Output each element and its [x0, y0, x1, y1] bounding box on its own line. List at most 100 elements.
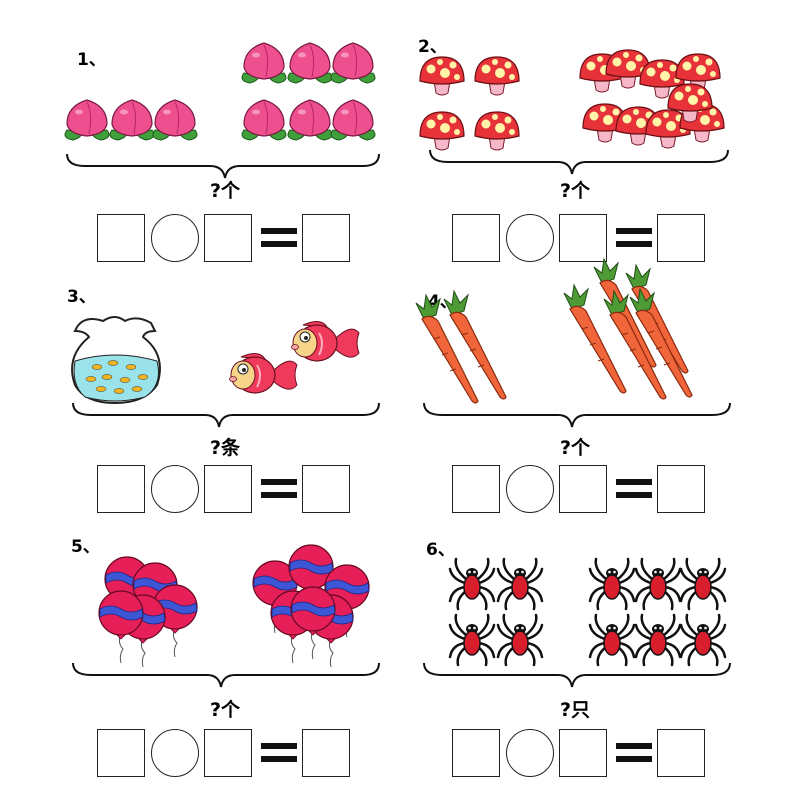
problem-5: 5、 ?个 [45, 535, 425, 790]
equals-sign [261, 228, 297, 248]
problem-2-picture [419, 49, 729, 175]
answer-box-result[interactable] [657, 729, 705, 777]
peach-icon [287, 99, 333, 141]
answer-box-right[interactable] [204, 465, 252, 513]
spider-icon [496, 613, 544, 667]
spider-icon [448, 613, 496, 667]
carrot-group-a [415, 290, 507, 404]
problem-3-picture [71, 316, 380, 428]
mushroom-icon [474, 111, 520, 151]
answer-box-right[interactable] [559, 729, 607, 777]
equation-row [97, 729, 367, 777]
answer-box-right[interactable] [204, 729, 252, 777]
problem-1-picture [64, 42, 380, 179]
peach-icon [241, 99, 287, 141]
answer-box-right[interactable] [559, 465, 607, 513]
problem-number: 1、 [77, 50, 106, 70]
problem-number: 3、 [67, 287, 96, 307]
equals-sign [616, 228, 652, 248]
equals-sign [261, 743, 297, 763]
brace-icon [423, 402, 731, 428]
problem-3: 3、 ?条 [45, 285, 425, 540]
peach-group-b [241, 42, 376, 141]
answer-box-result[interactable] [302, 729, 350, 777]
brace-icon [423, 662, 731, 688]
balloon-icon [290, 586, 336, 660]
operator-circle[interactable] [151, 214, 199, 262]
problem-4: 4、 ?个 [400, 258, 780, 540]
problem-5-picture [72, 544, 380, 688]
answer-box-result[interactable] [657, 214, 705, 262]
equals-sign [616, 743, 652, 763]
answer-box-left[interactable] [452, 465, 500, 513]
answer-box-result[interactable] [302, 465, 350, 513]
operator-circle[interactable] [151, 729, 199, 777]
mushroom-icon [474, 56, 520, 96]
answer-box-right[interactable] [204, 214, 252, 262]
problem-number: 5、 [71, 537, 100, 557]
peach-icon [330, 42, 376, 84]
answer-box-result[interactable] [302, 214, 350, 262]
fishbowl-icon [71, 316, 161, 405]
peach-icon [241, 42, 287, 84]
carrot-icon [415, 294, 479, 404]
answer-box-left[interactable] [97, 214, 145, 262]
question-label: ?个 [209, 699, 241, 721]
spider-icon [588, 613, 636, 667]
equation-row [97, 465, 367, 513]
equation-row [452, 729, 722, 777]
brace-icon [429, 149, 729, 175]
peach-icon [330, 99, 376, 141]
brace-icon [72, 402, 380, 428]
equals-sign [261, 479, 297, 499]
mushroom-icon [419, 56, 465, 96]
operator-circle[interactable] [506, 729, 554, 777]
answer-box-result[interactable] [657, 465, 705, 513]
problem-1: 1、 ?个 [45, 30, 425, 285]
spider-icon [679, 557, 727, 611]
problem-6: 6、 ?只 [400, 535, 780, 790]
peach-icon [109, 99, 155, 141]
balloon-icon [98, 590, 144, 664]
brace-icon [72, 662, 380, 688]
answer-box-left[interactable] [452, 214, 500, 262]
spider-group-b [588, 557, 727, 667]
balloon-group-a [98, 556, 198, 668]
spider-icon [496, 557, 544, 611]
answer-box-left[interactable] [97, 465, 145, 513]
answer-box-left[interactable] [97, 729, 145, 777]
spider-icon [679, 613, 727, 667]
spider-icon [634, 613, 682, 667]
equation-row [97, 214, 367, 262]
question-label: ?只 [559, 699, 591, 721]
problem-number: 6、 [426, 540, 455, 560]
question-label: ?个 [209, 180, 241, 202]
problem-number: 2、 [418, 37, 447, 57]
peach-icon [152, 99, 198, 141]
question-label: ?条 [209, 437, 241, 459]
peach-icon [64, 99, 110, 141]
carrot-icon [443, 290, 507, 400]
brace-icon [66, 153, 380, 179]
problem-2: 2、 ?个 [400, 30, 780, 285]
mushroom-icon [419, 111, 465, 151]
question-label: ?个 [559, 437, 591, 459]
mushroom-group-b [579, 49, 725, 149]
problem-4-picture [415, 258, 731, 428]
balloon-group-b [252, 544, 370, 668]
spider-icon [634, 557, 682, 611]
mushroom-group-a [419, 56, 520, 151]
fish-icon [290, 320, 360, 362]
equation-row [452, 465, 722, 513]
spider-group-a [448, 557, 544, 667]
answer-box-right[interactable] [559, 214, 607, 262]
operator-circle[interactable] [151, 465, 199, 513]
operator-circle[interactable] [506, 214, 554, 262]
operator-circle[interactable] [506, 465, 554, 513]
fish-icon [228, 352, 298, 394]
equation-row [452, 214, 722, 262]
answer-box-left[interactable] [452, 729, 500, 777]
problem-6-picture [423, 557, 731, 688]
question-label: ?个 [559, 180, 591, 202]
peach-group-a [64, 99, 198, 141]
